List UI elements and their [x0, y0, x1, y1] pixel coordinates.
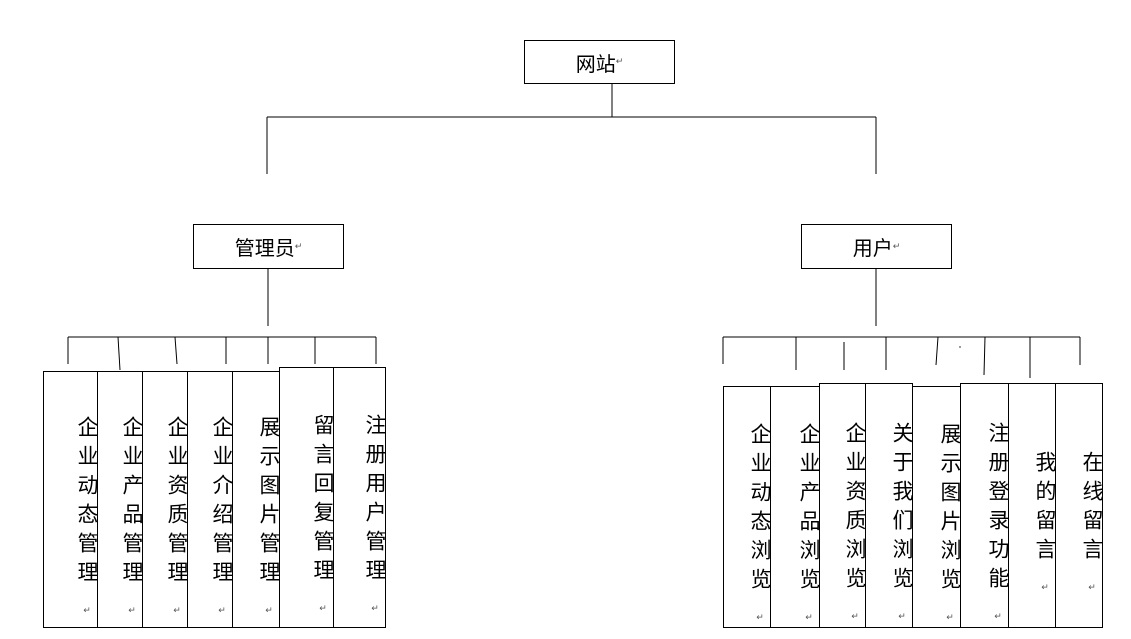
leaf-label: 企业产品浏览 [797, 423, 821, 597]
paragraph-mark-icon: ↵ [127, 605, 137, 616]
paragraph-mark-icon: ↵ [172, 605, 182, 616]
leaf-label: 在线留言 [1080, 450, 1104, 567]
user-leaf-about-browse: 关于我们浏览 ↵ [865, 383, 914, 628]
leaf-label: 企业资质管理 [165, 415, 189, 590]
admin-leaf-image-management: 展示图片管理 ↵ [232, 371, 281, 628]
user-leaf-qualification-browse: 企业资质浏览 ↵ [819, 383, 867, 628]
user-leaf-my-messages: 我的留言 ↵ [1008, 383, 1057, 628]
admin-leaf-product-management: 企业产品管理 ↵ [97, 371, 144, 628]
leaf-label: 企业动态管理 [75, 415, 99, 590]
root-node-website: 网站↵ [524, 40, 675, 84]
paragraph-mark-icon: ↵ [993, 611, 1003, 622]
paragraph-mark-icon: ↵ [1040, 582, 1050, 593]
leaf-label: 企业资质浏览 [843, 421, 867, 596]
user-node: 用户↵ [801, 224, 952, 269]
admin-node: 管理员↵ [193, 224, 344, 269]
leaf-label: 关于我们浏览 [890, 421, 914, 596]
user-leaf-product-browse: 企业产品浏览 ↵ [770, 386, 821, 628]
admin-leaf-reply-management: 留言回复管理 ↵ [279, 367, 335, 628]
user-leaf-register-login: 注册登录功能 ↵ [960, 383, 1010, 628]
user-label: 用户 [852, 236, 893, 260]
leaf-label: 我的留言 [1033, 450, 1057, 567]
paragraph-mark-icon: ↵ [1087, 582, 1097, 593]
root-label: 网站 [575, 51, 616, 76]
paragraph-mark-icon: ↵ [945, 613, 955, 623]
leaf-label: 企业产品管理 [120, 415, 144, 590]
paragraph-mark-icon: ↵ [370, 603, 380, 614]
paragraph-mark-icon: ↵ [755, 613, 765, 623]
leaf-label: 注册登录功能 [986, 421, 1010, 596]
leaf-label: 企业动态浏览 [748, 423, 772, 597]
leaf-label: 展示图片浏览 [938, 423, 962, 597]
paragraph-mark-icon: ↵ [615, 57, 624, 67]
user-leaf-news-browse: 企业动态浏览 ↵ [723, 386, 772, 628]
leaf-label: 留言回复管理 [311, 413, 335, 588]
paragraph-mark-icon: ↵ [318, 603, 328, 614]
paragraph-mark-icon: ↵ [804, 613, 814, 623]
paragraph-mark-icon: ↵ [82, 605, 92, 616]
admin-label: 管理员 [234, 236, 295, 260]
paragraph-mark-icon: ↵ [897, 611, 907, 622]
leaf-label: 注册用户管理 [363, 413, 387, 588]
paragraph-mark-icon: ↵ [264, 605, 274, 616]
user-leaf-online-message: 在线留言 ↵ [1055, 383, 1104, 628]
admin-leaf-news-management: 企业动态管理 ↵ [43, 371, 99, 628]
leaf-label: 企业介绍管理 [210, 415, 234, 590]
paragraph-mark-icon: ↵ [294, 241, 303, 252]
leaf-label: 展示图片管理 [257, 415, 281, 590]
paragraph-mark-icon: ↵ [217, 605, 227, 616]
admin-leaf-qualification-management: 企业资质管理 ↵ [142, 371, 189, 628]
admin-leaf-user-management: 注册用户管理 ↵ [333, 367, 387, 628]
user-leaf-image-browse: 展示图片浏览 ↵ [912, 386, 962, 628]
paragraph-mark-icon: ↵ [892, 241, 901, 252]
paragraph-mark-icon: ↵ [850, 611, 860, 622]
admin-leaf-introduction-management: 企业介绍管理 ↵ [187, 371, 234, 628]
